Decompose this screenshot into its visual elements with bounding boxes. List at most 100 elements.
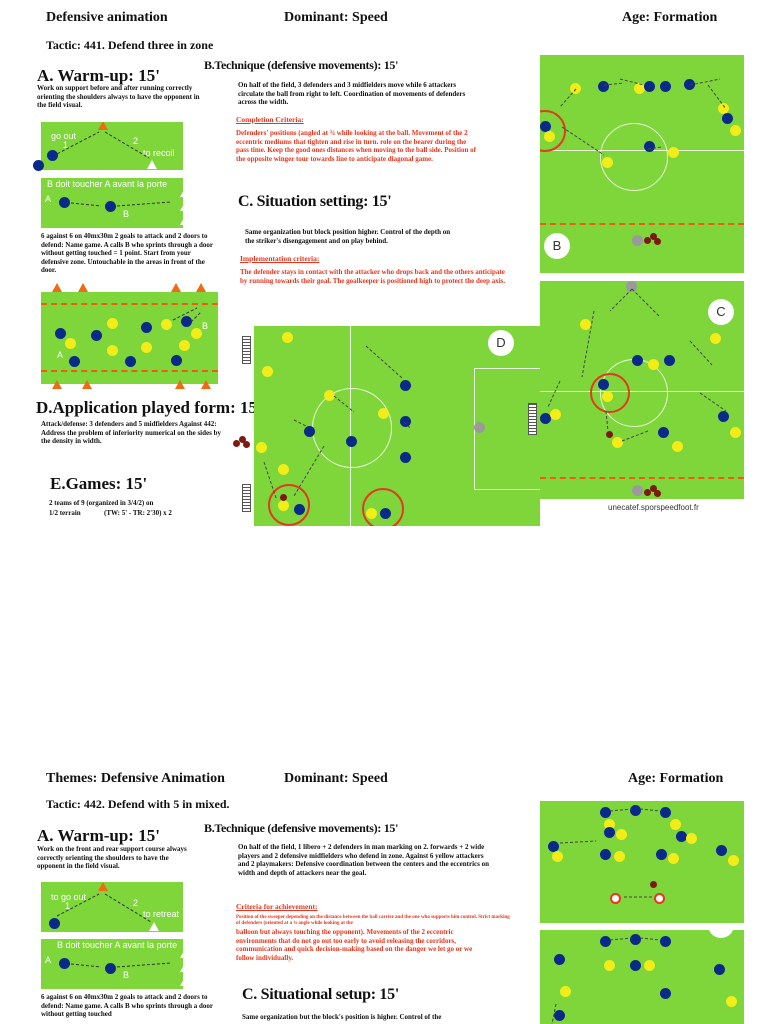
player-yellow bbox=[580, 319, 591, 330]
cone-icon bbox=[201, 380, 211, 389]
field-letter-c: C bbox=[708, 299, 734, 325]
goal-icon bbox=[242, 336, 251, 364]
cone-icon bbox=[180, 977, 183, 986]
sheet2-dominant: Dominant: Speed bbox=[284, 771, 388, 786]
sheet1-implementation-heading: Implementation criteria: bbox=[240, 254, 320, 263]
sheet2-title: Themes: Defensive Animation bbox=[46, 771, 225, 786]
player-yellow bbox=[604, 819, 615, 830]
player-yellow bbox=[616, 829, 627, 840]
player-yellow bbox=[179, 340, 190, 351]
player-blue bbox=[59, 197, 70, 208]
player-blue bbox=[660, 988, 671, 999]
sheet1-criteria-heading: Completion Criteria: bbox=[236, 115, 304, 124]
player-blue bbox=[604, 827, 615, 838]
warmup2-field-2: B doit toucher A avant la porte A B bbox=[41, 939, 183, 989]
cone-icon bbox=[196, 283, 206, 292]
cone-icon bbox=[180, 963, 183, 972]
cone-icon bbox=[171, 283, 181, 292]
player-gray bbox=[626, 281, 637, 292]
player-blue bbox=[600, 936, 611, 947]
highlight-ring bbox=[590, 373, 630, 413]
player-blue bbox=[59, 958, 70, 969]
field-label-a: A bbox=[45, 194, 52, 204]
player-blue bbox=[660, 807, 671, 818]
player-yellow bbox=[256, 442, 267, 453]
sheet2-age: Age: Formation bbox=[628, 771, 724, 786]
sheet2-technique-heading: B.Technique (defensive movements): 15' bbox=[204, 821, 399, 835]
player-yellow bbox=[550, 409, 561, 420]
sheet2-tactic: Tactic: 442. Defend with 5 in mixed. bbox=[46, 797, 230, 811]
player-yellow bbox=[107, 345, 118, 356]
player-yellow bbox=[141, 342, 152, 353]
sheet1-games-heading: E.Games: 15' bbox=[50, 474, 148, 493]
warmup-field-1: go out 1 2 to recoil bbox=[41, 122, 183, 170]
field-b: B bbox=[540, 55, 744, 273]
player-yellow bbox=[648, 359, 659, 370]
player-yellow bbox=[552, 851, 563, 862]
highlight-ring bbox=[362, 488, 404, 526]
player-blue bbox=[630, 805, 641, 816]
goalkeeper bbox=[474, 422, 485, 433]
sheet2-situation-heading: C. Situational setup: 15' bbox=[242, 986, 399, 1003]
player-yellow bbox=[324, 390, 335, 401]
cone-icon bbox=[180, 216, 183, 225]
player-blue bbox=[105, 201, 116, 212]
player-yellow bbox=[65, 338, 76, 349]
cone-icon bbox=[98, 882, 108, 891]
field-letter-b: B bbox=[544, 233, 570, 259]
sheet1-application-text: Attack/defense: 3 defenders and 5 midfie… bbox=[41, 420, 221, 445]
field-label-b: B bbox=[123, 209, 130, 219]
ball-icon bbox=[644, 237, 651, 244]
ball-icon bbox=[233, 440, 240, 447]
player-blue bbox=[716, 845, 727, 856]
player-blue bbox=[630, 934, 641, 945]
field-label-b: B bbox=[123, 970, 130, 980]
cone-icon bbox=[175, 380, 185, 389]
player-yellow bbox=[161, 319, 172, 330]
player-yellow bbox=[602, 157, 613, 168]
player-blue bbox=[400, 416, 411, 427]
player-yellow bbox=[278, 464, 289, 475]
warmup-field-2: B doit toucher A avant la porte A B bbox=[41, 178, 183, 228]
player-blue bbox=[141, 322, 152, 333]
player-blue bbox=[69, 356, 80, 367]
cone-icon bbox=[82, 380, 92, 389]
cone-icon bbox=[180, 188, 183, 197]
player-yellow bbox=[686, 833, 697, 844]
sheet2-criteria-text: balloon but always touching the opponent… bbox=[236, 928, 473, 962]
sheet1-warmup-heading: A. Warm-up: 15' bbox=[37, 66, 160, 85]
player-yellow bbox=[107, 318, 118, 329]
ball-icon bbox=[650, 233, 657, 240]
ball-icon bbox=[243, 441, 250, 448]
field2-top bbox=[540, 801, 744, 923]
player-yellow bbox=[262, 366, 273, 377]
goalkeeper bbox=[632, 235, 643, 246]
sheet1-warmup-text: Work on support before and after running… bbox=[37, 84, 200, 109]
sheet1-technique-text: On half of the field, 3 defenders and 3 … bbox=[238, 81, 466, 106]
highlight-ring bbox=[268, 484, 310, 526]
field-label-b: B bbox=[202, 321, 209, 331]
field-label-a: A bbox=[57, 350, 64, 360]
player-blue bbox=[632, 355, 643, 366]
player-blue bbox=[676, 831, 687, 842]
sheet1-games-line2b: (TW: 5' - TR: 2'30) x 2 bbox=[104, 509, 172, 517]
field-letter-b: B bbox=[708, 930, 734, 938]
field-label-1: 1 bbox=[63, 140, 69, 150]
player-blue bbox=[49, 918, 60, 929]
field-label-go-out: go out bbox=[51, 131, 77, 141]
player-blue bbox=[660, 81, 671, 92]
player-blue bbox=[644, 81, 655, 92]
field-label-2: 2 bbox=[133, 898, 139, 908]
sheet1-games-line2: 1/2 terrain bbox=[49, 509, 81, 517]
player-yellow bbox=[570, 83, 581, 94]
field-label-a: A bbox=[45, 955, 52, 965]
sheet1-implementation-text: The defender stays in contact with the a… bbox=[240, 268, 506, 285]
sheet1-age: Age: Formation bbox=[622, 10, 718, 25]
player-blue bbox=[304, 426, 315, 437]
field-label-1: 1 bbox=[65, 901, 71, 911]
sheet2-warmup-text: Work on the front and rear support cours… bbox=[37, 845, 187, 870]
field-caption: B doit toucher A avant la porte bbox=[57, 940, 178, 950]
sheet1-criteria-text: Defenders' positions (angled at ¾ while … bbox=[236, 129, 476, 163]
cone-icon bbox=[180, 202, 183, 211]
cone-icon bbox=[52, 283, 62, 292]
